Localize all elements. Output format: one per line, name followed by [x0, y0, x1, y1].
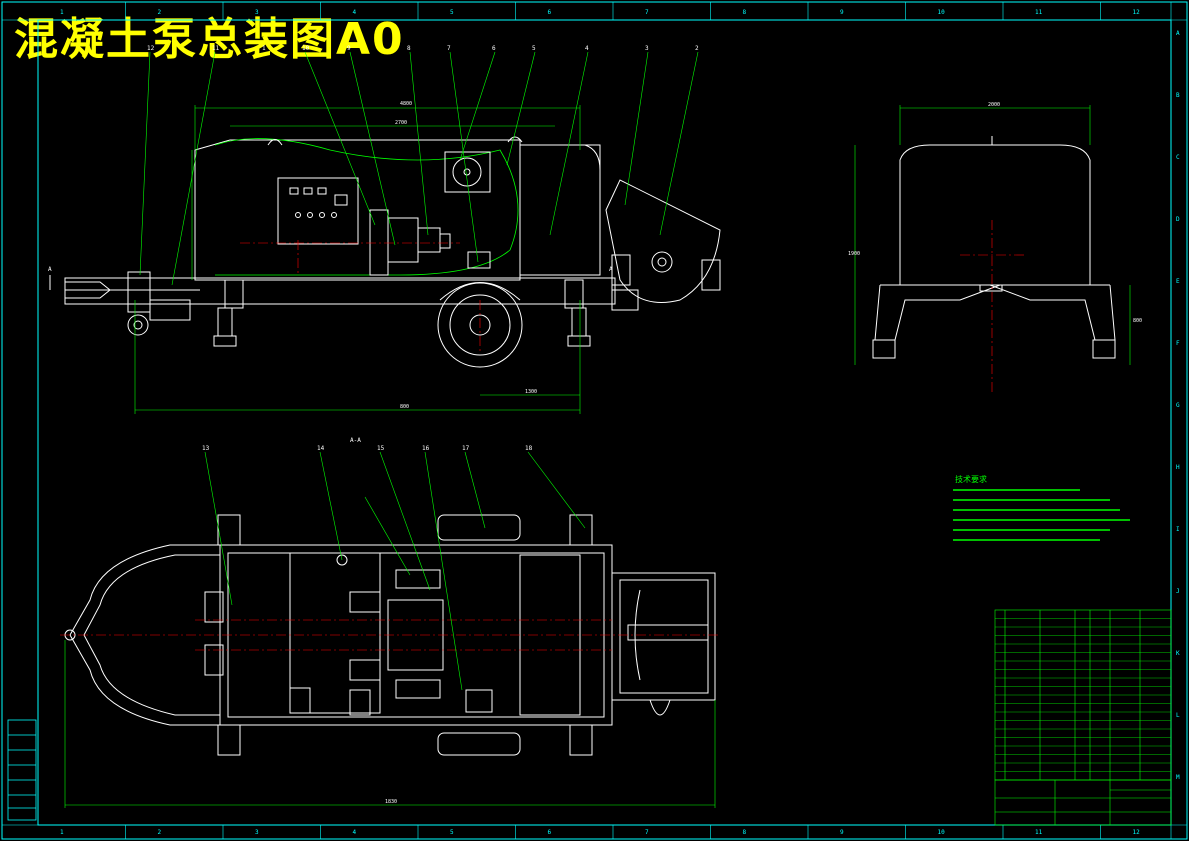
top-leaders: [139, 51, 699, 286]
side-view-dim-text: 2000 1900 800: [848, 102, 1142, 324]
border-column-label: 9: [840, 829, 844, 836]
border-row-label: D: [1176, 216, 1180, 223]
left-stamp-table: [7, 719, 37, 821]
part-balloon: 14: [317, 445, 325, 452]
border-column-label: 6: [548, 829, 552, 836]
border-column-label: 10: [938, 9, 946, 16]
dim-label: 2700: [395, 120, 407, 126]
part-balloon: 15: [377, 445, 385, 452]
side-view: [872, 136, 1116, 359]
border-row-label: K: [1176, 650, 1180, 657]
border-row-label: B: [1176, 92, 1180, 99]
side-view-centerlines: [960, 220, 1025, 395]
border-row-label: A: [1176, 30, 1180, 37]
tech-requirements-title: 技术要求: [955, 474, 987, 484]
border-row-label: H: [1176, 464, 1180, 471]
border-column-label: 8: [743, 9, 747, 16]
border-column-label: 4: [353, 9, 357, 16]
part-balloon: 16: [422, 445, 430, 452]
part-balloon: 13: [202, 445, 210, 452]
border-row-label: J: [1176, 588, 1180, 595]
dim-label: 800: [400, 404, 409, 410]
dim-label: 1300: [525, 389, 537, 395]
border-row-label: F: [1176, 340, 1180, 347]
part-balloon: 18: [525, 445, 533, 452]
bottom-leaders: [204, 451, 586, 691]
bottom-balloons: 13 14 15 16 17 18: [202, 445, 533, 452]
border-row-label: I: [1176, 526, 1180, 533]
part-balloon: 6: [492, 45, 496, 52]
border-column-label: 10: [938, 829, 946, 836]
border-column-label: 11: [1035, 829, 1043, 836]
side-view-dimensions: [854, 105, 1131, 365]
part-balloon: 3: [645, 45, 649, 52]
dim-label: 4800: [400, 101, 412, 107]
border-column-label: 3: [255, 9, 259, 16]
border-row-label: G: [1176, 402, 1180, 409]
dim-label: 800: [1133, 318, 1142, 324]
part-balloon: 17: [462, 445, 470, 452]
border-column-label: 5: [450, 829, 454, 836]
border-column-label: 9: [840, 9, 844, 16]
dim-label: 1900: [848, 251, 860, 257]
part-balloon: 9: [347, 45, 351, 52]
parts-list-rows: [995, 618, 1171, 772]
border-row-label: M: [1176, 774, 1180, 781]
border-row-label: C: [1176, 154, 1180, 161]
border-column-label: 6: [548, 9, 552, 16]
border-column-label: 5: [450, 9, 454, 16]
front-view-centerlines: [240, 240, 481, 352]
part-balloon: 2: [695, 45, 699, 52]
border-column-label: 7: [645, 829, 649, 836]
drawing-title: 混凝土泵总装图A0: [14, 14, 405, 65]
top-view-centerlines: [60, 619, 720, 651]
section-label: A-A: [350, 437, 361, 444]
svg-text:A: A: [609, 266, 613, 273]
border-row-label: E: [1176, 278, 1180, 285]
border-column-label: 7: [645, 9, 649, 16]
part-balloon: 5: [532, 45, 536, 52]
part-balloon: 8: [407, 45, 411, 52]
border-row-labels: A B C D E F G H I J K L M: [1176, 30, 1180, 781]
border-column-label: 1: [60, 9, 64, 16]
part-balloon: 7: [447, 45, 451, 52]
front-view: [64, 136, 721, 368]
border-column-label: 2: [158, 829, 162, 836]
part-balloon: 10: [302, 45, 310, 52]
border-column-label: 1: [60, 829, 64, 836]
tech-requirements-lines: [953, 489, 1130, 541]
border-column-label: 11: [1035, 9, 1043, 16]
border-column-label: 12: [1133, 9, 1141, 16]
top-balloons: 12 11 10 9 8 7 6 5 4 3 2 1: [147, 45, 699, 52]
dim-label: 1830: [385, 799, 397, 805]
border-column-label: 4: [353, 829, 357, 836]
part-balloon: 12: [147, 45, 155, 52]
front-view-dim-text: 4800 2700 800 1300: [395, 101, 537, 410]
front-view-dimensions: [134, 105, 581, 414]
dim-label: 2000: [988, 102, 1000, 108]
title-block: [994, 779, 1172, 826]
view-arrow-a: A A: [48, 266, 613, 290]
part-balloon: 4: [585, 45, 589, 52]
border-column-label: 2: [158, 9, 162, 16]
top-view-dimensions: [64, 640, 716, 808]
border-column-label: 8: [743, 829, 747, 836]
svg-text:A: A: [48, 266, 52, 273]
part-balloon: 11: [212, 45, 220, 52]
border-column-label: 3: [255, 829, 259, 836]
part-balloon: 1: [262, 45, 266, 52]
border-column-label: 12: [1133, 829, 1141, 836]
border-row-label: L: [1176, 712, 1180, 719]
